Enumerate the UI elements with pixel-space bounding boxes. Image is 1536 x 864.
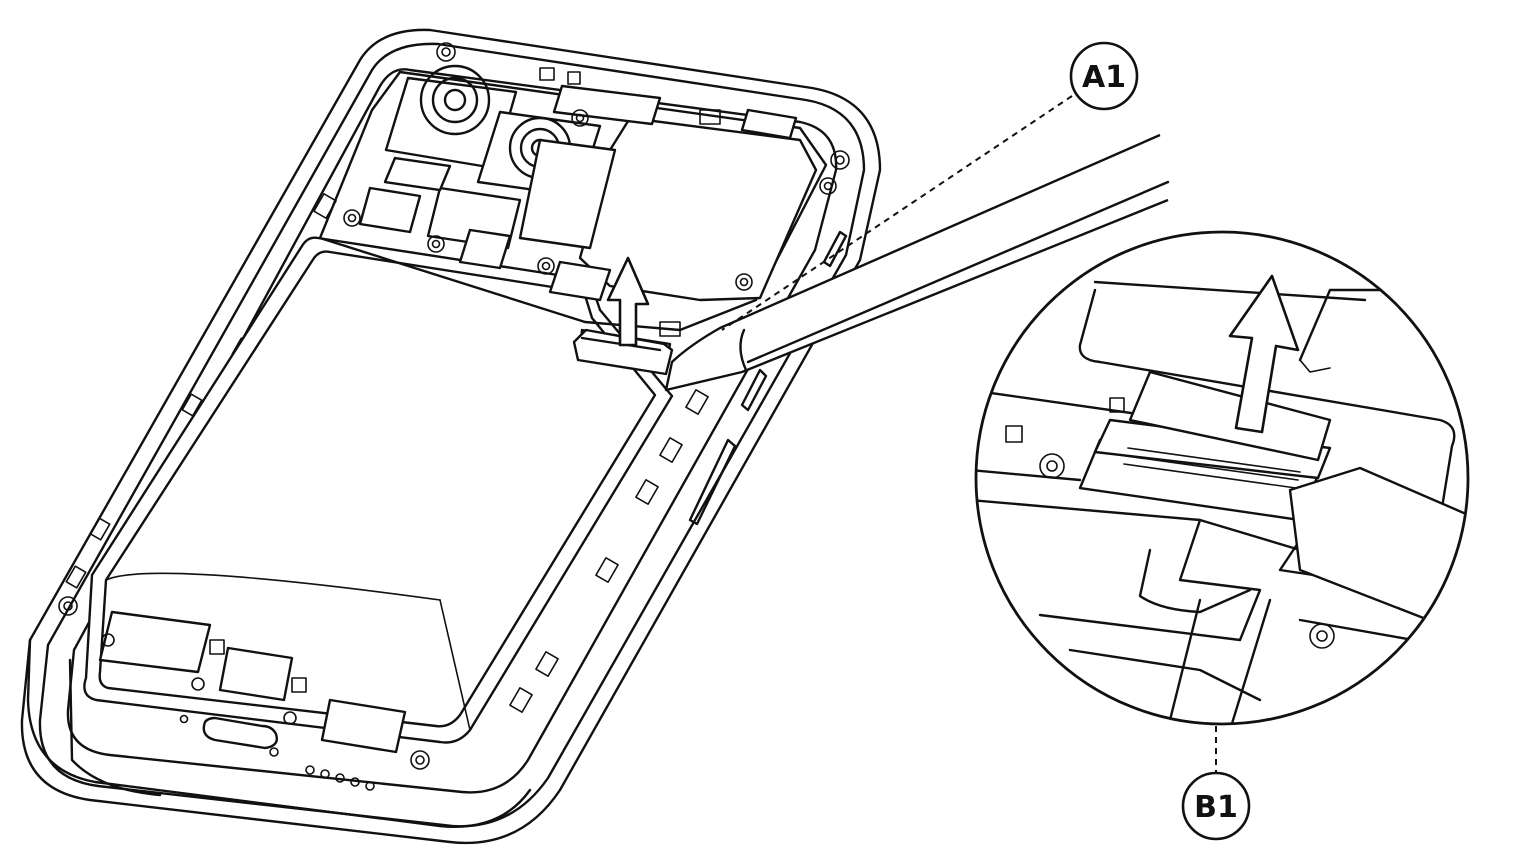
spudger-icon [664, 133, 1170, 392]
battery [83, 236, 674, 744]
frame-screws [58, 42, 850, 770]
charging-port [202, 716, 279, 750]
callout-b1: B1 [1181, 771, 1251, 841]
arrow-up-icon [1228, 274, 1300, 434]
connector-pins [1123, 447, 1301, 489]
callout-b1-label: B1 [1194, 790, 1238, 825]
callout-a1-label: A1 [1082, 60, 1126, 95]
bottom-board [98, 610, 407, 754]
detail-magnifier [974, 230, 1470, 726]
rear-camera-main [384, 64, 518, 170]
logic-board [318, 64, 837, 337]
speaker-grille-right [269, 747, 375, 791]
callout-a1: A1 [1069, 41, 1139, 111]
arrow-up-icon [606, 256, 650, 347]
microphone-hole [179, 714, 189, 724]
battery-connector [572, 328, 674, 376]
callout-a1-leader [721, 95, 1073, 331]
